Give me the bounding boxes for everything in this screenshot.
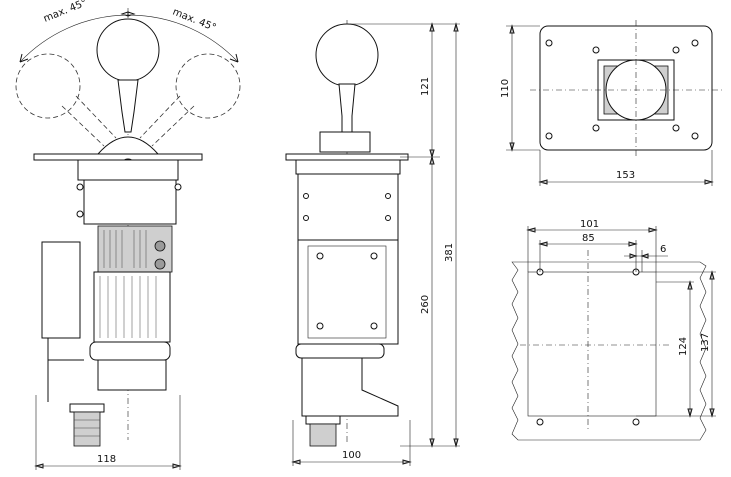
gate-dome (96, 136, 160, 155)
cutout-inner-width-label: 85 (582, 233, 595, 244)
swing-arc (19, 14, 239, 63)
cutout-rect (527, 271, 657, 417)
side-view (285, 20, 460, 466)
ghost-lever-right (139, 53, 241, 147)
cable-gland (73, 411, 101, 447)
base-block (97, 359, 167, 391)
cutout-outer-width-label: 101 (580, 219, 599, 230)
upper-housing (77, 159, 179, 181)
flange-width-label: 153 (616, 170, 635, 181)
side-mid-housing (297, 173, 399, 241)
lever-knob (96, 18, 160, 82)
front-view (15, 8, 241, 470)
gear-knob (154, 258, 166, 270)
side-width-label: 100 (342, 450, 361, 461)
cutout-inner-height-label: 124 (678, 337, 689, 356)
side-lever-shaft (338, 83, 356, 137)
screw (174, 183, 182, 191)
cutout-outer-height-label: 137 (700, 333, 711, 352)
arc-arrow-right (229, 53, 239, 63)
side-lower-height-label: 260 (420, 295, 431, 314)
side-inner-plate (307, 245, 387, 339)
cutout-offset-label: 6 (660, 244, 666, 255)
side-gland-nut (305, 415, 341, 425)
lever-shaft (117, 79, 139, 133)
screw (76, 210, 84, 218)
side-box (41, 241, 81, 339)
side-mounting-plate (297, 239, 399, 345)
side-upper-housing (295, 159, 401, 175)
arc-arrow-left (19, 53, 29, 63)
ghost-lever-left (15, 53, 117, 147)
side-total-height-label: 381 (444, 243, 455, 262)
screw (76, 183, 84, 191)
angle-label-left: max. 45° (42, 0, 89, 25)
coil-lines (99, 276, 157, 338)
cutout-view (511, 226, 716, 441)
side-top-height-label: 121 (420, 77, 431, 96)
side-bottom-housing (295, 343, 385, 359)
panel-outline (511, 261, 707, 441)
mid-housing (83, 179, 177, 225)
gate-plate (33, 153, 203, 161)
top-view (506, 20, 722, 186)
side-cable-gland (309, 423, 337, 447)
side-base (301, 357, 399, 417)
side-lever-knob (315, 23, 379, 87)
gear-teeth (103, 230, 147, 268)
side-gate-plate (285, 153, 409, 161)
gear-knob (154, 240, 166, 252)
front-width-label: 118 (97, 454, 116, 465)
bottom-housing (89, 341, 171, 361)
gland-nut (69, 403, 105, 413)
side-gate-boss (319, 131, 371, 153)
flange-height-label: 110 (500, 79, 511, 98)
